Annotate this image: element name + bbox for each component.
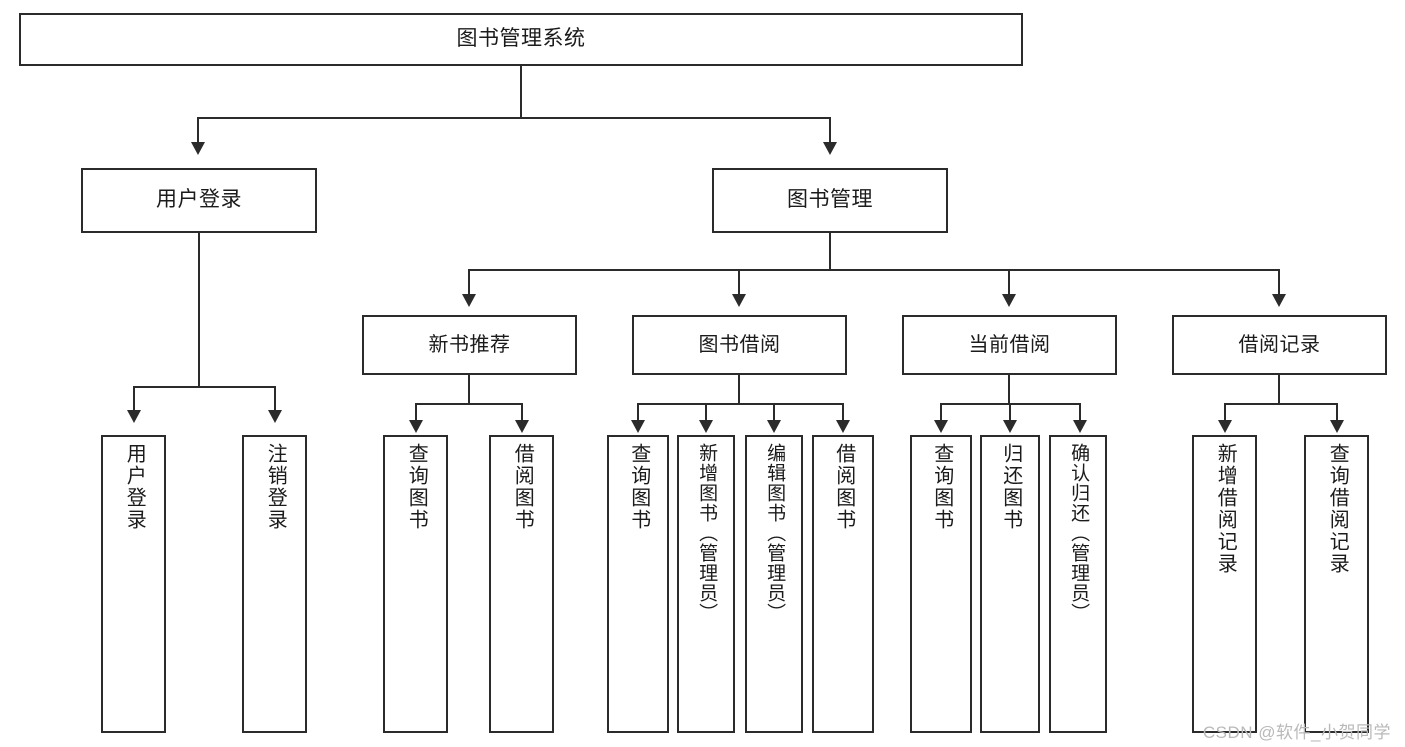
leaf-record-query[interactable]: 查询借阅记录 — [1304, 435, 1369, 733]
node-label: 用户登录 — [156, 188, 242, 212]
node-label: 编辑图书（管理员） — [764, 443, 786, 623]
node-book-management[interactable]: 图书管理 — [712, 168, 948, 233]
connector-new-book-stem — [468, 375, 470, 405]
connector-user-login-bus — [133, 386, 276, 388]
node-label: 用户登录 — [123, 443, 146, 531]
leaf-new-book-borrow[interactable]: 借阅图书 — [489, 435, 554, 733]
arrowhead-book-manage-current — [1002, 294, 1016, 307]
arrowhead-book-manage-record — [1272, 294, 1286, 307]
leaf-book-borrow-action[interactable]: 借阅图书 — [812, 435, 874, 733]
arrowhead-current-borrow-leaf-3 — [1073, 420, 1087, 433]
leaf-user-login[interactable]: 用户登录 — [101, 435, 166, 733]
connector-book-borrow-stem — [738, 375, 740, 405]
node-label: 查询图书 — [627, 443, 650, 531]
node-root-system[interactable]: 图书管理系统 — [19, 13, 1023, 66]
node-label: 确认归还（管理员） — [1068, 443, 1090, 623]
node-borrow-record[interactable]: 借阅记录 — [1172, 315, 1387, 375]
arrowhead-new-book-leaf-2 — [515, 420, 529, 433]
node-current-borrow[interactable]: 当前借阅 — [902, 315, 1117, 375]
connector-new-book-to-leaf-1 — [415, 403, 417, 425]
connector-root-to-book-manage — [829, 117, 831, 145]
arrowhead-borrow-record-leaf-1 — [1218, 420, 1232, 433]
leaf-book-edit-admin[interactable]: 编辑图书（管理员） — [745, 435, 803, 733]
node-label: 查询图书 — [405, 443, 428, 531]
watermark-text: CSDN @软件_小贺同学 — [1202, 723, 1391, 742]
leaf-current-return[interactable]: 归还图书 — [980, 435, 1040, 733]
arrowhead-current-borrow-leaf-2 — [1003, 420, 1017, 433]
arrowhead-current-borrow-leaf-1 — [934, 420, 948, 433]
node-label: 查询图书 — [930, 443, 953, 531]
node-label: 图书管理系统 — [456, 27, 586, 51]
node-new-book-recommend[interactable]: 新书推荐 — [362, 315, 577, 375]
leaf-current-confirm-return-admin[interactable]: 确认归还（管理员） — [1049, 435, 1107, 733]
connector-book-borrow-to-leaf-4 — [842, 403, 844, 425]
arrowhead-book-manage-borrow — [732, 294, 746, 307]
connector-book-borrow-to-leaf-3 — [773, 403, 775, 425]
node-user-login[interactable]: 用户登录 — [81, 168, 317, 233]
connector-book-manage-to-current — [1008, 269, 1010, 297]
node-label: 当前借阅 — [968, 333, 1051, 356]
arrowhead-root-to-book-manage — [823, 142, 837, 155]
leaf-new-book-query[interactable]: 查询图书 — [383, 435, 448, 733]
arrowhead-book-borrow-leaf-1 — [631, 420, 645, 433]
connector-user-login-stem — [198, 233, 200, 388]
node-label: 借阅图书 — [511, 443, 534, 531]
arrowhead-user-login-leaf-2 — [268, 410, 282, 423]
connector-user-login-to-leaf-2 — [274, 386, 276, 413]
connector-root-bus — [197, 117, 831, 119]
connector-book-manage-to-borrow — [738, 269, 740, 297]
connector-book-manage-bus — [468, 269, 1280, 271]
leaf-current-query[interactable]: 查询图书 — [910, 435, 972, 733]
connector-borrow-record-stem — [1278, 375, 1280, 405]
connector-book-manage-stem — [829, 233, 831, 271]
connector-book-borrow-to-leaf-1 — [637, 403, 639, 425]
connector-book-borrow-bus — [637, 403, 844, 405]
connector-root-to-user-login — [197, 117, 199, 145]
leaf-user-logout[interactable]: 注销登录 — [242, 435, 307, 733]
node-label: 图书管理 — [787, 188, 873, 212]
node-label: 归还图书 — [999, 443, 1022, 531]
node-book-borrow[interactable]: 图书借阅 — [632, 315, 847, 375]
connector-book-manage-to-new-book — [468, 269, 470, 297]
node-label: 注销登录 — [264, 443, 287, 531]
leaf-book-borrow-query[interactable]: 查询图书 — [607, 435, 669, 733]
arrowhead-book-borrow-leaf-4 — [836, 420, 850, 433]
leaf-record-add[interactable]: 新增借阅记录 — [1192, 435, 1257, 733]
arrowhead-book-manage-new-book — [462, 294, 476, 307]
connector-current-borrow-to-leaf-2 — [1009, 403, 1011, 425]
connector-new-book-to-leaf-2 — [521, 403, 523, 425]
connector-borrow-record-bus — [1224, 403, 1338, 405]
arrowhead-new-book-leaf-1 — [409, 420, 423, 433]
connector-new-book-bus — [415, 403, 523, 405]
arrowhead-user-login-leaf-1 — [127, 410, 141, 423]
connector-current-borrow-to-leaf-1 — [940, 403, 942, 425]
node-label: 新增图书（管理员） — [696, 443, 718, 623]
connector-borrow-record-to-leaf-1 — [1224, 403, 1226, 425]
node-label: 新增借阅记录 — [1214, 443, 1237, 575]
connector-borrow-record-to-leaf-2 — [1336, 403, 1338, 425]
node-label: 图书借阅 — [698, 333, 781, 356]
connector-current-borrow-to-leaf-3 — [1079, 403, 1081, 425]
arrowhead-book-borrow-leaf-2 — [699, 420, 713, 433]
connector-root-stem — [520, 66, 522, 117]
connector-user-login-to-leaf-1 — [133, 386, 135, 413]
node-label: 新书推荐 — [428, 333, 511, 356]
node-label: 查询借阅记录 — [1326, 443, 1349, 575]
node-label: 借阅记录 — [1238, 333, 1321, 356]
leaf-book-add-admin[interactable]: 新增图书（管理员） — [677, 435, 735, 733]
arrowhead-borrow-record-leaf-2 — [1330, 420, 1344, 433]
arrowhead-book-borrow-leaf-3 — [767, 420, 781, 433]
node-label: 借阅图书 — [832, 443, 855, 531]
arrowhead-root-to-user-login — [191, 142, 205, 155]
connector-current-borrow-stem — [1008, 375, 1010, 405]
connector-book-borrow-to-leaf-2 — [705, 403, 707, 425]
connector-book-manage-to-record — [1278, 269, 1280, 297]
